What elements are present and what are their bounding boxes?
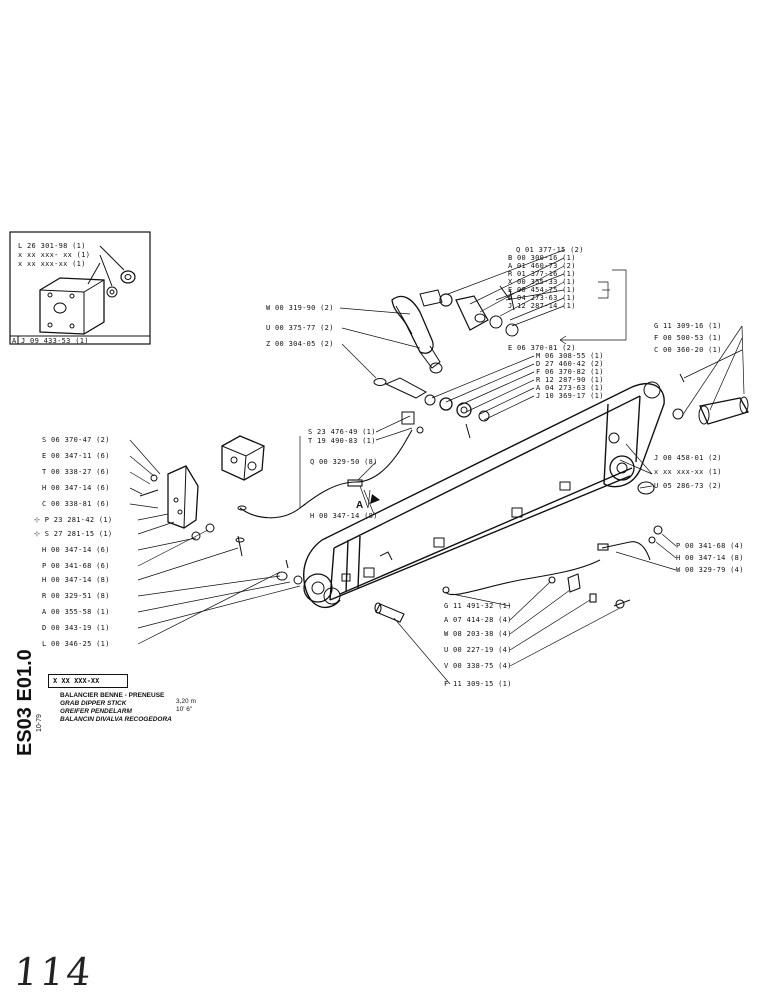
part-label: S 06 370-47 (2) — [42, 436, 110, 444]
title-line-fr: BALANCIER BENNE - PRENEUSE — [60, 692, 165, 699]
inset-label: x xx xxx- xx (1) — [18, 251, 91, 259]
part-label: A 00 355-58 (1) — [42, 608, 110, 616]
part-label: J 10 369-17 (1) — [536, 392, 604, 400]
part-label: T 19 490-83 (1) — [308, 437, 376, 445]
part-label: U 00 375-77 (2) — [266, 324, 334, 332]
part-label: X 00 355-33 (1) — [508, 278, 576, 286]
title-code: X XX XXX-XX — [53, 677, 100, 685]
part-label: A 07 414-28 (4) — [444, 616, 512, 624]
part-label: Q 01 377-15 (2) — [516, 246, 584, 254]
part-label: D 27 460-42 (2) — [536, 360, 604, 368]
part-label: P 00 341-68 (4) — [676, 542, 744, 550]
part-label: L 00 346-25 (1) — [42, 640, 110, 648]
part-label: C 00 338-81 (6) — [42, 500, 110, 508]
title-line-es: BALANCIN DIVALVA RECOGEDORA — [60, 716, 172, 723]
side-date: 10-79 — [36, 714, 43, 732]
part-label: x xx xxx-xx (1) — [654, 468, 722, 476]
title-code-box: X XX XXX-XX — [48, 674, 128, 688]
part-label: ⊹ S 27 281-15 (1) — [34, 530, 113, 538]
part-label: A 04 273-63 (1) — [536, 384, 604, 392]
inset-label: L 26 301-98 (1) — [18, 242, 86, 250]
inset-label: A J 09 433-53 (1) — [12, 337, 89, 345]
dipper-stick-body — [303, 383, 665, 609]
title-line-en: GRAB DIPPER STICK — [60, 700, 127, 707]
leader-lines — [129, 249, 745, 685]
part-label: R 00 329-51 (8) — [42, 592, 110, 600]
part-label: E 00 347-11 (6) — [42, 452, 110, 460]
part-label: V 00 338-75 (4) — [444, 662, 512, 670]
part-label: A 04 273-63 (1) — [508, 294, 576, 302]
part-label: F 11 309-15 (1) — [444, 680, 512, 688]
part-label: U 00 227-19 (4) — [444, 646, 512, 654]
part-label: Q 00 329-50 (8) — [310, 458, 378, 466]
part-label: ⊹ P 23 281-42 (1) — [34, 516, 113, 524]
part-label: B 00 300-16 (1) — [508, 254, 576, 262]
part-label-text: S 27 281-15 (1) — [44, 530, 113, 538]
part-label: F 06 370-82 (1) — [536, 368, 604, 376]
part-label: E 00 454-75 (1) — [508, 286, 576, 294]
title-size-metric: 3,20 m — [176, 698, 196, 705]
part-label: W 00 329-79 (4) — [676, 566, 744, 574]
inset-label: x xx xxx-xx (1) — [18, 260, 86, 268]
inset-detail — [9, 231, 151, 345]
part-label: U 05 286-73 (2) — [654, 482, 722, 490]
title-size-imperial: 10' 6" — [176, 706, 193, 713]
detail-arrow — [370, 494, 380, 504]
part-label: R 12 287-90 (1) — [536, 376, 604, 384]
title-line-de: GREIFER PENDELARM — [60, 708, 132, 715]
part-label: E 06 370-81 (2) — [508, 344, 576, 352]
part-label: W 08 203-38 (4) — [444, 630, 512, 638]
page-number: 114 — [11, 950, 95, 994]
part-label: C 00 360-20 (1) — [654, 346, 722, 354]
part-label: H 00 347-14 (6) — [42, 484, 110, 492]
part-label: G 11 309-16 (1) — [654, 322, 722, 330]
part-label: S 23 476-49 (1) — [308, 428, 376, 436]
valve-bracket — [139, 435, 303, 585]
part-label: J 00 458-01 (2) — [654, 454, 722, 462]
part-label: Z 00 304-05 (2) — [266, 340, 334, 348]
stick-details — [303, 381, 661, 605]
hydraulic-lines — [239, 429, 663, 623]
part-label-text: P 23 281-42 (1) — [44, 516, 113, 524]
part-label: R 01 377-16 (1) — [508, 270, 576, 278]
part-label: W 00 319-90 (2) — [266, 304, 334, 312]
hose-assembly — [373, 285, 519, 439]
pin-assembly — [672, 373, 749, 425]
part-label: D 00 343-19 (1) — [42, 624, 110, 632]
detail-marker: A — [356, 500, 364, 511]
part-label: M 06 308-55 (1) — [536, 352, 604, 360]
part-label: G 11 491-32 (1) — [444, 602, 512, 610]
part-label: F 00 500-53 (1) — [654, 334, 722, 342]
part-label: H 00 347-14 (8) — [42, 576, 110, 584]
part-label: H 00 347-14 (8) — [310, 512, 378, 520]
part-label: T 00 338-27 (6) — [42, 468, 110, 476]
part-label: J 12 287-14 (1) — [508, 302, 576, 310]
part-label: H 00 347-14 (6) — [42, 546, 110, 554]
part-label: P 00 341-68 (6) — [42, 562, 110, 570]
part-label: H 00 347-14 (8) — [676, 554, 744, 562]
side-code: ES03 E01.0 — [14, 649, 36, 756]
part-label: A 01 460-73 (2) — [508, 262, 576, 270]
